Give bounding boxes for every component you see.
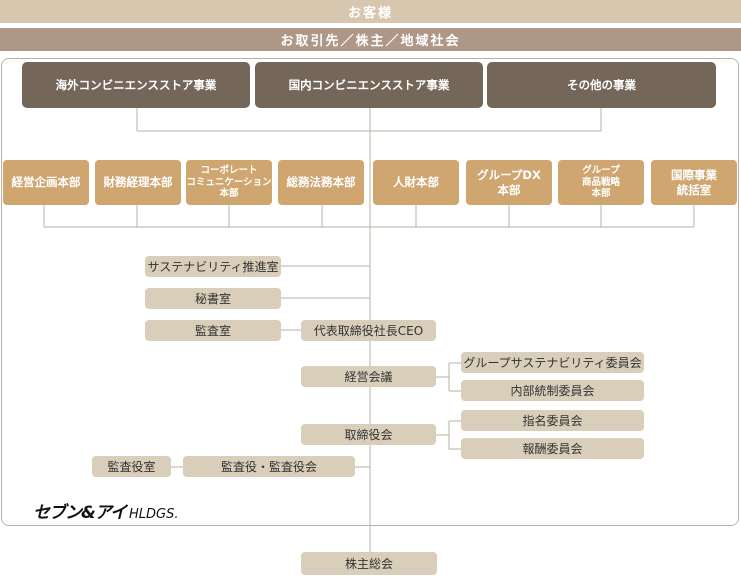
business-domestic-cvs-label: 国内コンビニエンスストア事業 <box>288 78 450 92</box>
dept-corporate-communication: コーポレート コミュニケーション 本部 <box>186 160 272 205</box>
dept-international-business: 国際事業 統括室 <box>651 160 737 205</box>
internal-control-committee: 内部統制委員会 <box>461 380 644 401</box>
audit-board: 監査役・監査役会 <box>183 456 355 477</box>
sustainability-office: サステナビリティ推進室 <box>145 256 281 277</box>
business-domestic-cvs: 国内コンビニエンスストア事業 <box>255 62 483 108</box>
business-overseas-cvs: 海外コンビニエンスストア事業 <box>22 62 250 108</box>
business-other-label: その他の事業 <box>567 78 636 92</box>
customers-label: お客様 <box>347 6 393 21</box>
stakeholders-band: お取引先／株主／地域社会 <box>0 28 741 51</box>
business-overseas-cvs-label: 海外コンビニエンスストア事業 <box>55 78 217 92</box>
business-other: その他の事業 <box>487 62 716 108</box>
group-sustainability-committee: グループサステナビリティ委員会 <box>461 352 644 373</box>
auditor-office: 監査役室 <box>92 456 171 477</box>
dept-general-affairs-legal: 総務法務本部 <box>278 160 364 205</box>
customers-band: お客様 <box>0 0 741 23</box>
dept-group-merchandising: グループ 商品戦略 本部 <box>558 160 644 205</box>
logo-main-text: セブン&アイ <box>33 503 127 523</box>
nomination-committee: 指名委員会 <box>461 410 644 431</box>
dept-group-dx: グループDX 本部 <box>466 160 552 205</box>
secretariat-office: 秘書室 <box>145 288 281 309</box>
compensation-committee: 報酬委員会 <box>461 438 644 459</box>
dept-human-resources: 人財本部 <box>373 160 459 205</box>
dept-finance-accounting: 財務経理本部 <box>95 160 181 205</box>
ceo-box: 代表取締役社長CEO <box>301 320 436 341</box>
stakeholders-label: お取引先／株主／地域社会 <box>280 34 461 49</box>
management-council: 経営会議 <box>301 366 436 387</box>
shareholders-meeting: 株主総会 <box>301 552 437 575</box>
board-of-directors: 取締役会 <box>301 424 436 445</box>
logo-suffix-text: HLDGS. <box>128 507 179 522</box>
dept-corporate-planning: 経営企画本部 <box>3 160 89 205</box>
audit-office: 監査室 <box>145 320 281 341</box>
